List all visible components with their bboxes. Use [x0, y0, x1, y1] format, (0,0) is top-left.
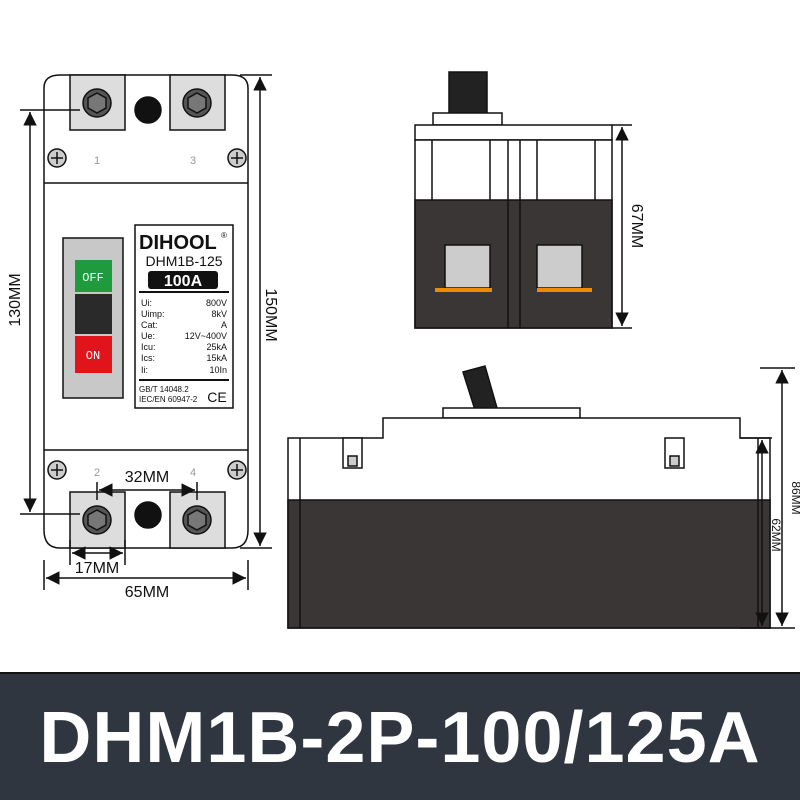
banner-title: DHM1B-2P-100/125A [39, 698, 761, 778]
spec-key: Uimp: [141, 309, 165, 319]
spec-value: 8kV [211, 309, 227, 319]
on-label: ON [86, 349, 100, 363]
spec-key: Ics: [141, 353, 155, 363]
screw-icon [47, 148, 67, 168]
dim-32mm: 32MM [125, 469, 169, 486]
terminal-3 [169, 74, 226, 131]
spec-key: Icu: [141, 342, 156, 352]
rating-text: 100A [164, 273, 203, 290]
dim-65mm: 65MM [125, 584, 169, 601]
spec-value: 15kA [206, 353, 227, 363]
dim-17mm: 17MM [75, 560, 119, 577]
registered-mark: ® [221, 231, 227, 240]
off-indicator [75, 260, 112, 292]
rating-label [134, 224, 234, 409]
terminal-number: 4 [190, 467, 196, 479]
spec-value: 10In [209, 365, 227, 375]
model-banner: DHM1B-2P-100/125A [0, 672, 800, 800]
dimension-drawing: DIHOOL ® DHM1B-125 100A Ui: 800V Uimp: 8… [7, 71, 800, 629]
standard-text: GB/T 14048.2 [139, 385, 189, 394]
side-view-top [414, 71, 632, 329]
front-view-text: DIHOOL ® DHM1B-125 100A Ui: 800V Uimp: 8… [82, 155, 227, 479]
spec-key: Ue: [141, 331, 155, 341]
screw-icon [227, 148, 247, 168]
dim-86mm: 86MM [789, 481, 800, 514]
ce-mark: CE [207, 389, 226, 405]
spec-value: 12V~400V [185, 331, 227, 341]
toggle-handle [75, 294, 112, 334]
on-indicator [75, 336, 112, 373]
terminal-number: 3 [190, 155, 196, 167]
side-view-bottom [287, 365, 795, 629]
spec-value: 25kA [206, 342, 227, 352]
brand-logo: DIHOOL [139, 232, 217, 254]
off-label: OFF [82, 271, 104, 285]
front-dimensions [20, 74, 272, 590]
dim-150mm: 150MM [262, 288, 279, 341]
screw-icon [227, 460, 247, 480]
dim-67mm: 67MM [628, 204, 645, 248]
dim-130mm: 130MM [7, 273, 24, 326]
model-text: DHM1B-125 [145, 253, 222, 269]
toggle-handle [448, 71, 488, 115]
terminal-number: 2 [94, 467, 100, 479]
spec-value: 800V [206, 298, 227, 308]
spec-key: Cat: [141, 320, 158, 330]
toggle-handle [462, 365, 498, 411]
spec-value: A [221, 320, 227, 330]
spec-key: Ui: [141, 298, 152, 308]
screw-icon [47, 460, 67, 480]
front-view [43, 74, 249, 549]
terminal-number: 1 [94, 155, 100, 167]
dim-62mm: 62MM [769, 518, 783, 551]
spec-key: Ii: [141, 365, 148, 375]
standard-text: IEC/EN 60947-2 [139, 395, 198, 404]
